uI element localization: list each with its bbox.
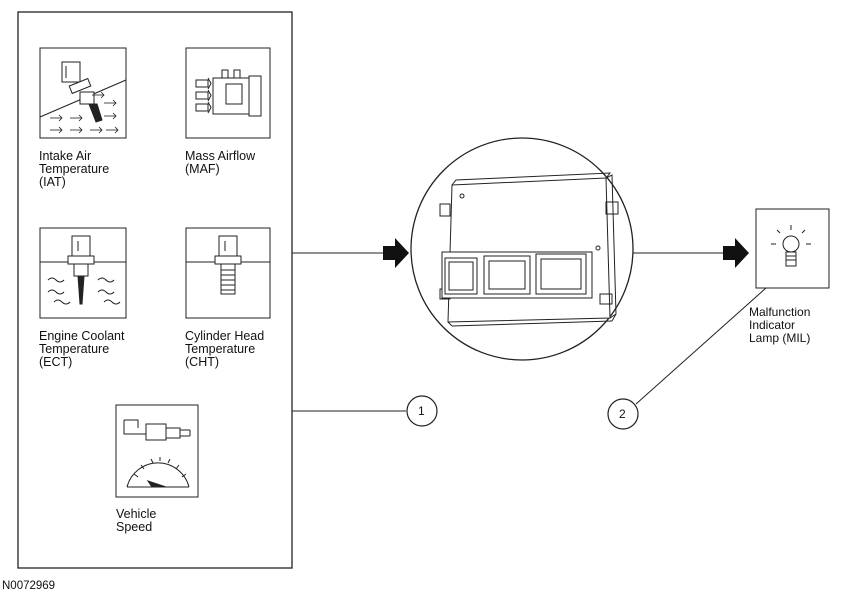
figure-reference: N0072969 xyxy=(2,580,56,592)
callout-2-circle xyxy=(607,398,639,430)
input-arrow-icon xyxy=(383,238,409,268)
maf-sensor-icon xyxy=(185,47,271,139)
pcm-module-icon xyxy=(439,172,619,327)
vehicle-speed-label: Vehicle Speed xyxy=(116,507,157,534)
cht-sensor-icon xyxy=(185,227,271,319)
mil-label: Malfunction Indicator Lamp (MIL) xyxy=(749,305,811,345)
iat-label: Intake Air Temperature (IAT) xyxy=(39,149,110,189)
pcm-circle xyxy=(410,137,634,361)
ect-sensor-icon xyxy=(39,227,127,319)
cht-label: Cylinder Head Temperature (CHT) xyxy=(185,329,265,369)
callout-1-number: 1 xyxy=(418,404,425,418)
callout-2-number: 2 xyxy=(619,407,626,421)
maf-label: Mass Airflow (MAF) xyxy=(185,149,256,176)
callout-2-leader xyxy=(635,287,767,405)
callout-1-circle xyxy=(406,395,438,427)
iat-sensor-icon xyxy=(39,47,127,139)
vehicle-speed-icon xyxy=(115,404,199,498)
output-arrow-icon xyxy=(723,238,749,268)
ect-label: Engine Coolant Temperature (ECT) xyxy=(39,329,125,369)
sensor-panel xyxy=(17,11,293,569)
mil-lamp-icon xyxy=(755,208,830,289)
